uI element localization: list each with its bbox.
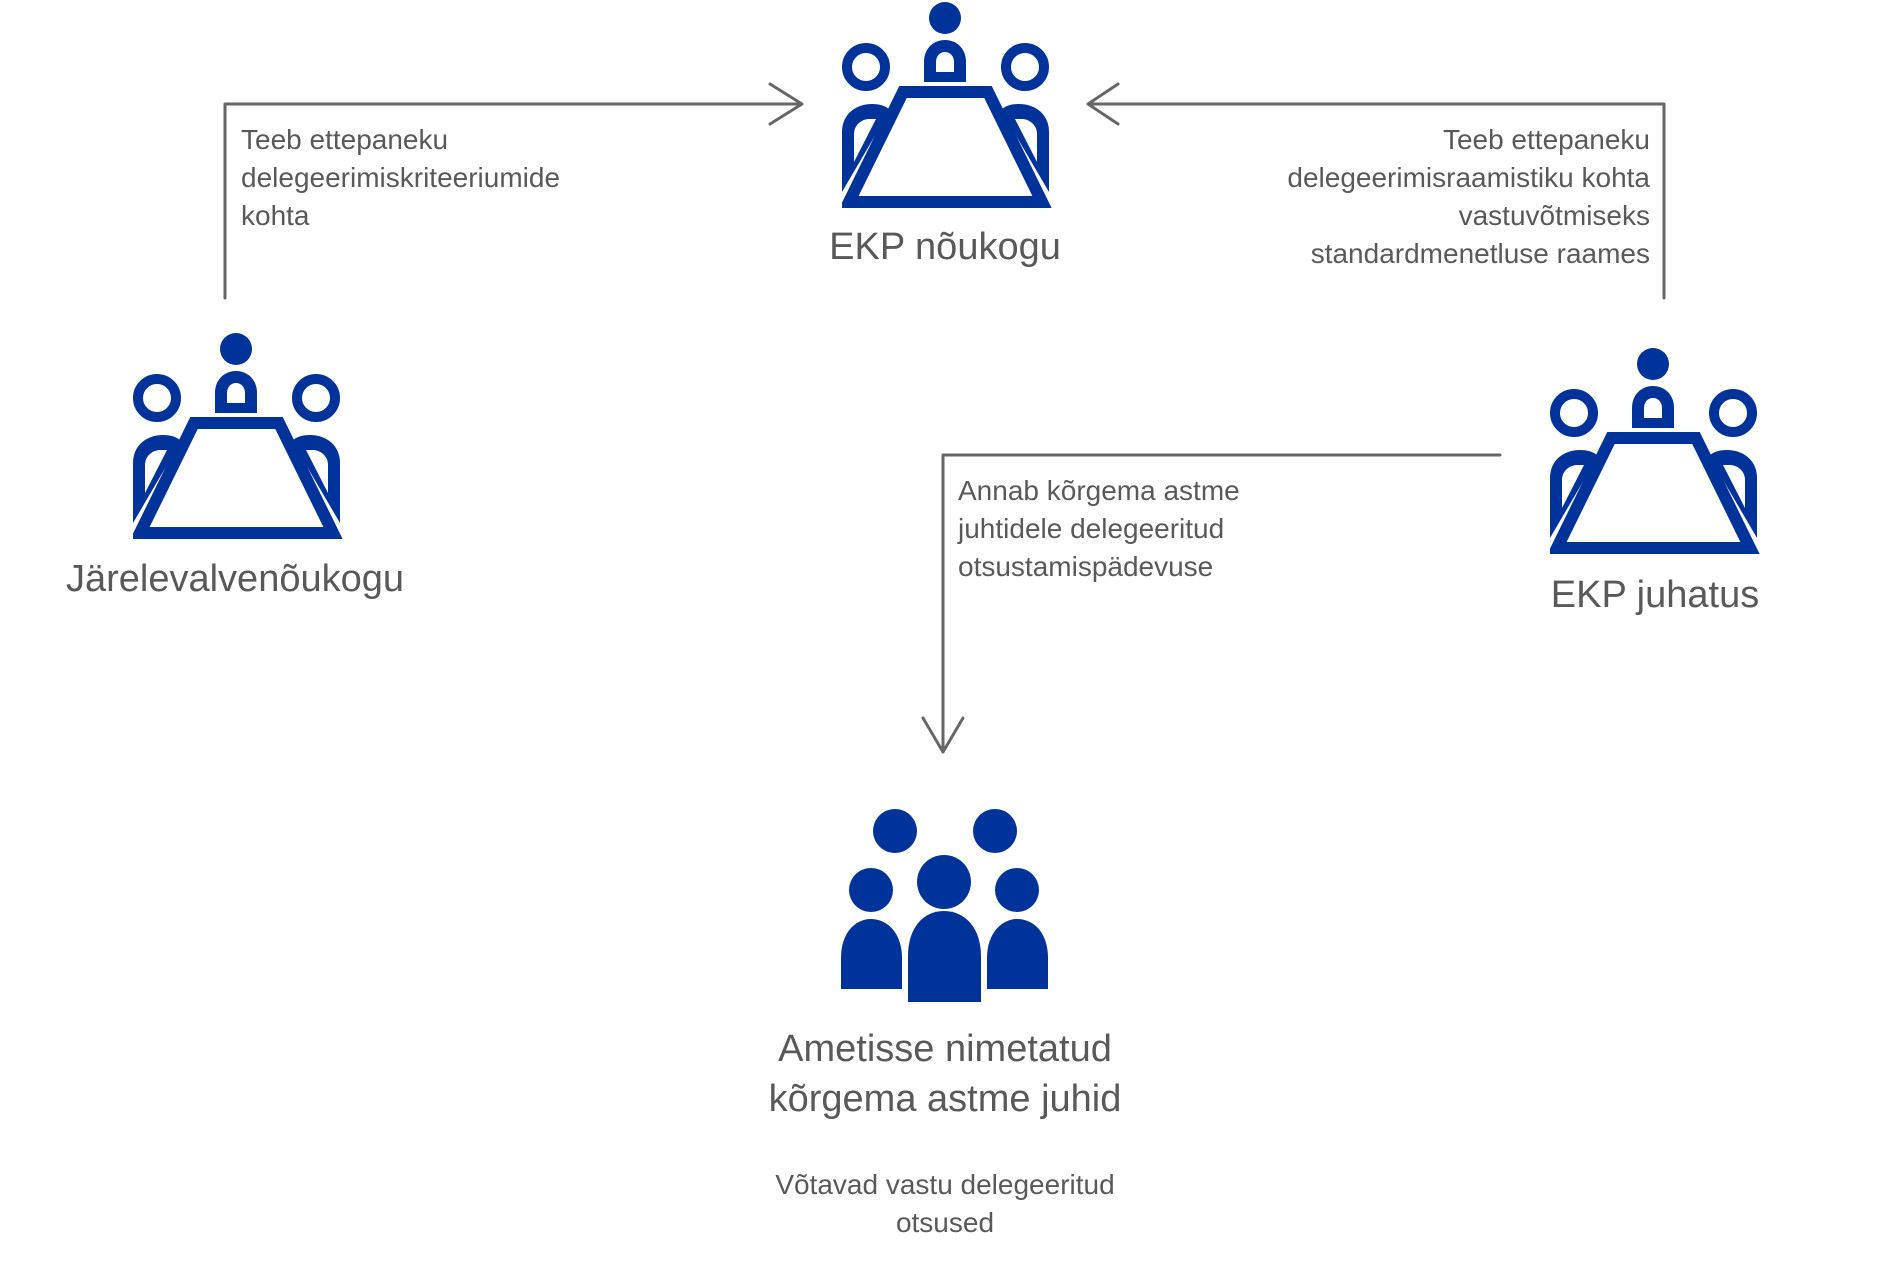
governing-council-meeting-icon [842, 2, 1052, 213]
edge-label-executive-to-council: Teeb ettepaneku delegeerimisraamistiku k… [1150, 121, 1650, 273]
edge-label-line: vastuvõtmiseks [1458, 200, 1650, 231]
group-people-icon [841, 808, 1051, 1013]
edge-label-line: Teeb ettepaneku [241, 124, 449, 155]
executive-board-meeting-icon [1550, 348, 1760, 559]
edge-label-line: delegeerimisraamistiku kohta [1287, 162, 1650, 193]
supervisory-board-label: Järelevalvenõukogu [65, 558, 404, 600]
edge-label-executive-to-managers: Annab kõrgema astme juhtidele delegeerit… [958, 472, 1240, 586]
senior-managers-description: Võtavad vastu delegeeritud otsused [700, 1166, 1190, 1242]
arrowhead-left [1086, 82, 1120, 126]
governing-council-label: EKP nõukogu [829, 226, 1061, 268]
edge-label-line: juhtidele delegeeritud [958, 513, 1225, 544]
senior-managers-label-line-1: Ametisse nimetatud [778, 1028, 1112, 1070]
edge-label-line: otsustamispädevuse [958, 551, 1214, 582]
executive-board-label: EKP juhatus [1550, 574, 1760, 616]
arrow-supervisory-to-council [223, 102, 802, 300]
edge-label-line: kohta [241, 200, 310, 231]
edge-label-supervisory-to-council: Teeb ettepaneku delegeerimiskriteeriumid… [241, 121, 560, 235]
edge-label-line: delegeerimiskriteeriumide [241, 162, 561, 193]
edge-label-line: standardmenetluse raames [1310, 238, 1650, 269]
senior-managers-label-line-2: kõrgema astme juhid [768, 1078, 1122, 1120]
edge-label-line: Teeb ettepaneku [1442, 124, 1650, 155]
senior-managers-description-line-1: Võtavad vastu delegeeritud [775, 1169, 1115, 1200]
senior-managers-description-line-2: otsused [895, 1207, 995, 1238]
arrow-executive-to-council [1088, 102, 1666, 300]
arrowhead-down [921, 716, 965, 754]
supervisory-board-meeting-icon [133, 333, 343, 544]
edge-label-line: Annab kõrgema astme [958, 475, 1240, 506]
arrow-executive-to-managers [941, 453, 1502, 754]
senior-managers-label: Ametisse nimetatud kõrgema astme juhid [700, 1024, 1190, 1124]
arrowhead-right [768, 82, 804, 126]
